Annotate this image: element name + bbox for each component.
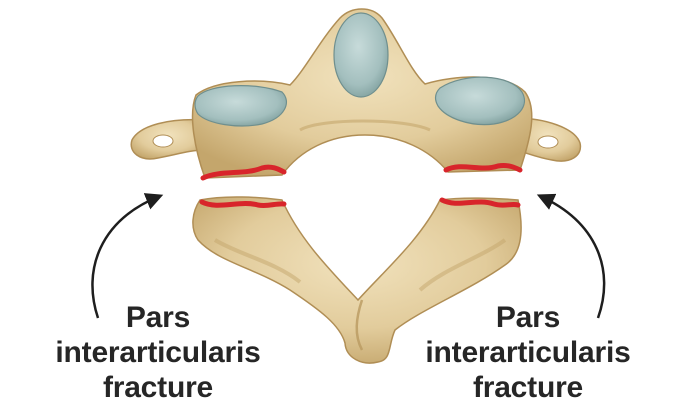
left-fracture-label: Pars interarticularis fracture — [8, 300, 308, 405]
dens-cartilage — [334, 13, 388, 97]
right-fracture-label: Pars interarticularis fracture — [378, 300, 673, 405]
left-label-line2: interarticularis — [8, 335, 308, 370]
right-foramen — [538, 136, 558, 148]
left-articular-facet — [195, 86, 286, 126]
left-foramen — [153, 135, 173, 147]
right-label-line2: interarticularis — [378, 335, 673, 370]
right-label-line3: fracture — [378, 370, 673, 405]
vertebra-upper-part — [131, 9, 580, 178]
left-label-line1: Pars — [8, 300, 308, 335]
right-label-line1: Pars — [378, 300, 673, 335]
left-label-line3: fracture — [8, 370, 308, 405]
